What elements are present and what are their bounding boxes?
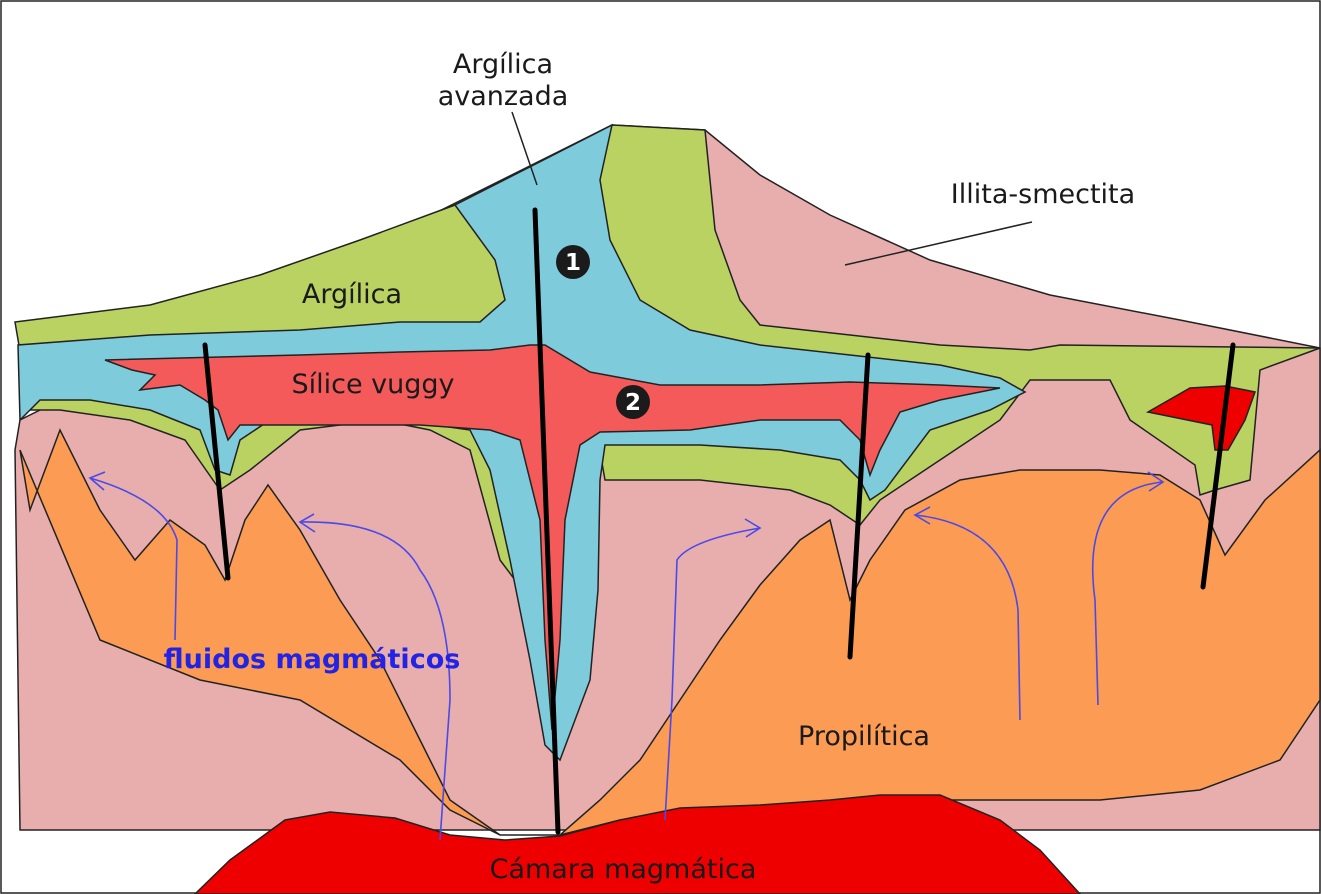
label-illita-smectita: Illita-smectita — [951, 179, 1135, 210]
marker-2-number: 2 — [625, 390, 641, 416]
label-argilica-avanzada-1: Argílica — [453, 49, 553, 80]
label-camara-magmatica: Cámara magmática — [490, 854, 757, 885]
label-silice-vuggy: Sílice vuggy — [291, 369, 454, 400]
marker-1: 1 — [556, 245, 590, 279]
label-propilitica: Propilítica — [798, 721, 930, 752]
label-fluidos-magmaticos: fluidos magmáticos — [164, 644, 461, 675]
label-argilica: Argílica — [302, 279, 402, 310]
marker-2: 2 — [616, 385, 650, 419]
marker-1-number: 1 — [565, 250, 581, 276]
label-argilica-avanzada-2: avanzada — [438, 81, 569, 112]
